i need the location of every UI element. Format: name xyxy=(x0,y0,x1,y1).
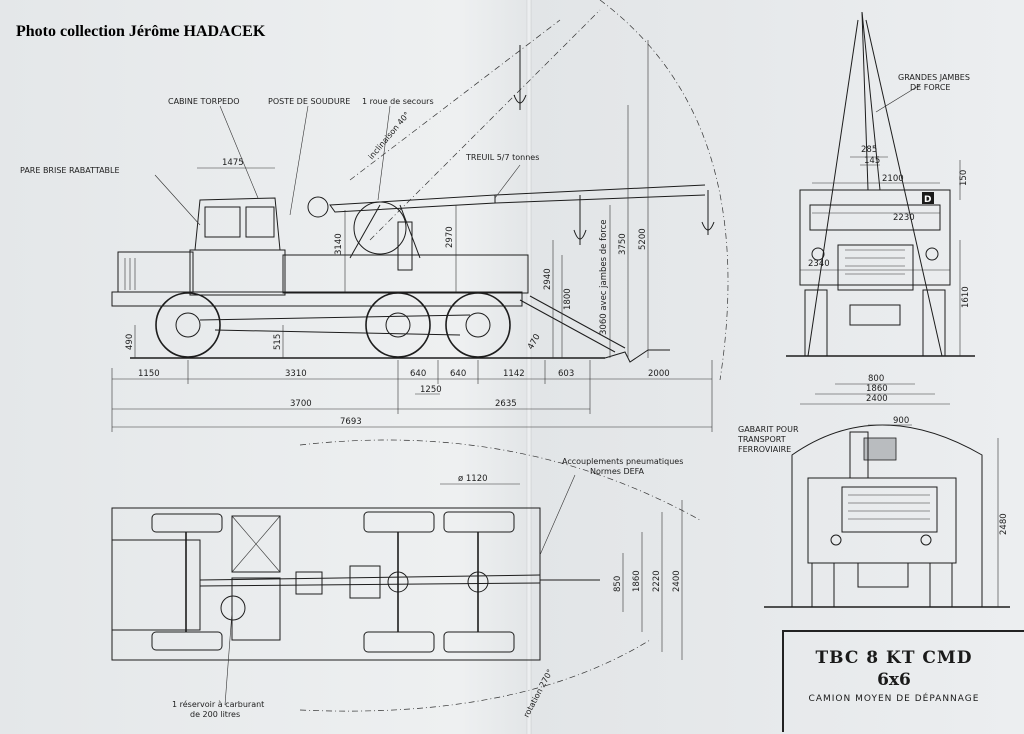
dim-285: 285 xyxy=(861,145,877,155)
dim-5200: 5200 xyxy=(638,228,648,250)
label-jambes: 3060 avec jambes de force xyxy=(599,219,609,335)
dim-3700: 3700 xyxy=(290,399,312,409)
label-grandes-jambes-2: DE FORCE xyxy=(910,83,950,92)
label-reservoir-1: 1 réservoir à carburant xyxy=(172,699,264,709)
top-view xyxy=(111,439,701,712)
label-reservoir-2: de 200 litres xyxy=(190,710,240,719)
dim-1250: 1250 xyxy=(420,385,442,395)
dim-2230: 2230 xyxy=(893,213,915,223)
rear-view xyxy=(764,424,1010,608)
dim-2100: 2100 xyxy=(882,174,904,184)
title-subtitle: CAMION MOYEN DE DÉPANNAGE xyxy=(808,694,980,704)
label-inclinaison: inclinaison 40° xyxy=(367,110,412,161)
dim-1860t: 1860 xyxy=(632,570,642,592)
dim-2970: 2970 xyxy=(445,226,455,248)
dim-640b: 640 xyxy=(450,369,466,379)
label-accouplements-1: Accouplements pneumatiques xyxy=(562,457,683,466)
label-grandes-jambes-1: GRANDES JAMBES xyxy=(898,73,970,82)
dim-7693: 7693 xyxy=(340,417,362,427)
dim-1142: 1142 xyxy=(503,369,525,379)
dim-515: 515 xyxy=(273,334,283,350)
dim-2635: 2635 xyxy=(495,399,517,409)
dim-1610: 1610 xyxy=(961,286,971,308)
dim-850: 850 xyxy=(613,576,623,592)
title-model: TBC 8 KT CMD xyxy=(815,648,973,668)
dim-800: 800 xyxy=(868,374,884,384)
dim-2400f: 2400 xyxy=(866,394,888,404)
dim-3140: 3140 xyxy=(334,233,344,255)
dim-603: 603 xyxy=(558,369,574,379)
label-soudure: POSTE DE SOUDURE xyxy=(268,97,350,106)
dim-1800: 1800 xyxy=(563,288,573,310)
dim-2400t: 2400 xyxy=(672,570,682,592)
dim-640a: 640 xyxy=(410,369,426,379)
photo-credit: Photo collection Jérôme HADACEK xyxy=(16,23,266,40)
dim-diam-1120: ø 1120 xyxy=(458,474,488,484)
label-gabarit-1: GABARIT POUR xyxy=(738,425,799,434)
dim-2220: 2220 xyxy=(652,570,662,592)
dim-490: 490 xyxy=(125,334,135,350)
label-roue-secours: 1 roue de secours xyxy=(362,97,434,106)
dim-470: 470 xyxy=(526,332,543,351)
title-block: TBC 8 KT CMD 6x6 CAMION MOYEN DE DÉPANNA… xyxy=(782,630,1024,732)
front-badge: D xyxy=(924,195,931,205)
label-gabarit-2: TRANSPORT xyxy=(737,435,786,444)
dim-1860f: 1860 xyxy=(866,384,888,394)
dim-900: 900 xyxy=(893,416,909,426)
label-rotation: rotation 270° xyxy=(522,668,555,719)
dim-1475: 1475 xyxy=(222,158,244,168)
label-accouplements-2: Normes DEFA xyxy=(590,467,645,476)
dim-2480: 2480 xyxy=(999,513,1009,535)
label-cabine: CABINE TORPEDO xyxy=(168,97,240,106)
side-view xyxy=(111,0,729,432)
front-view xyxy=(786,11,975,405)
label-pare-brise: PARE BRISE RABATTABLE xyxy=(20,166,120,175)
label-treuil: TREUIL 5/7 tonnes xyxy=(465,153,539,162)
title-drive: 6x6 xyxy=(877,670,911,690)
page-fold xyxy=(526,0,532,734)
dim-150: 150 xyxy=(959,170,969,186)
dim-2940: 2940 xyxy=(543,268,553,290)
dim-3310: 3310 xyxy=(285,369,307,379)
dim-145: 145 xyxy=(864,156,880,166)
dim-2340: 2340 xyxy=(808,259,830,269)
dim-2000: 2000 xyxy=(648,369,670,379)
dim-1150: 1150 xyxy=(138,369,160,379)
dim-3750: 3750 xyxy=(618,233,628,255)
label-gabarit-3: FERROVIAIRE xyxy=(738,445,791,454)
